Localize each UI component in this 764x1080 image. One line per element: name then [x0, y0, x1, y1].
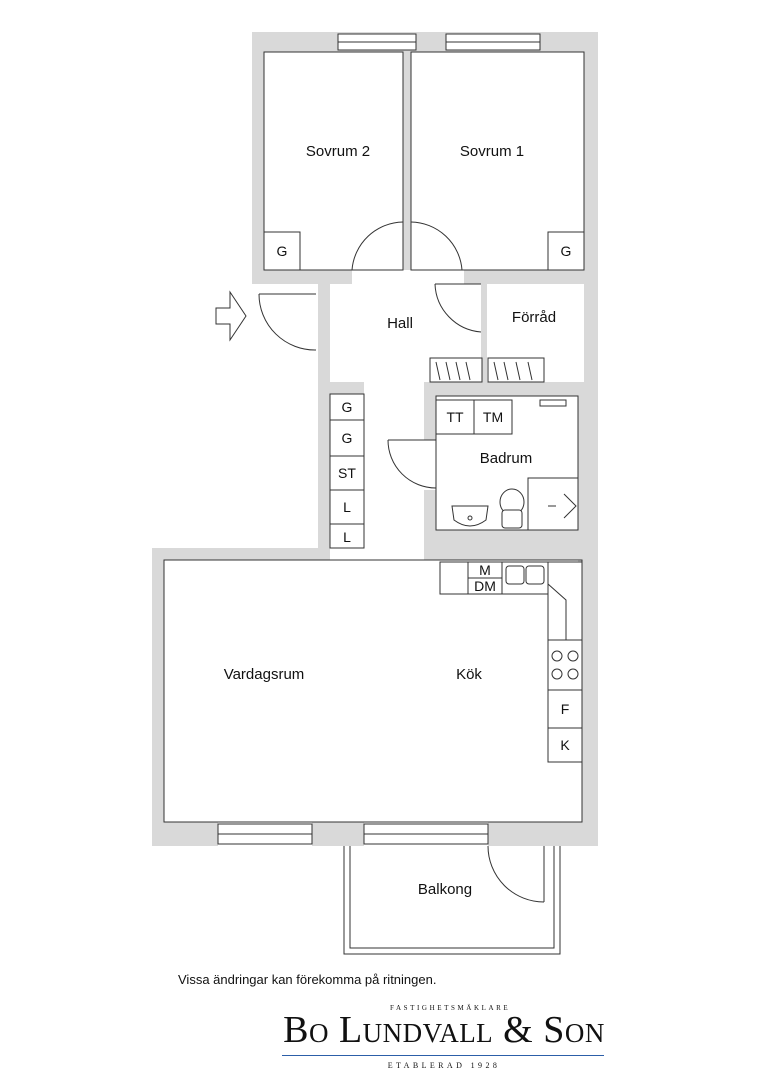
room-vardagsrum: Vardagsrum	[224, 666, 305, 683]
room-balkong: Balkong	[418, 881, 472, 898]
hall-shelves	[429, 357, 545, 383]
label-wardrobe-sovrum1: G	[561, 243, 572, 259]
wardrobe-sovrum2	[263, 231, 301, 271]
label-hall-g1: G	[342, 399, 353, 415]
room-forrad: Förråd	[512, 309, 556, 326]
room-outlines	[163, 51, 585, 823]
label-fridge: K	[560, 737, 570, 753]
logo-established: ETABLERAD 1928	[387, 1061, 501, 1070]
label-wardrobe-sovrum2: G	[277, 243, 288, 259]
bathroom-fixtures	[435, 399, 579, 531]
label-hall-l2: L	[343, 529, 351, 545]
room-hall: Hall	[387, 315, 413, 332]
room-kok: Kök	[456, 666, 482, 683]
entrance-arrow-icon	[215, 290, 247, 342]
room-badrum: Badrum	[480, 450, 533, 467]
floor-plan: Sovrum 2 Sovrum 1 Hall Förråd Badrum Var…	[152, 32, 598, 955]
kitchen-fixtures	[439, 561, 583, 763]
balcony-outline	[343, 846, 561, 955]
label-freezer: F	[561, 701, 570, 717]
disclaimer-note: Vissa ändringar kan förekomma på ritning…	[178, 972, 437, 987]
label-hall-st: ST	[338, 465, 356, 481]
label-dishwasher: DM	[474, 578, 496, 594]
doors	[258, 221, 545, 903]
label-tumble-dryer: TT	[446, 409, 464, 425]
logo-tagline: FASTIGHETSMÄKLARE	[390, 1004, 511, 1012]
company-logo: FASTIGHETSMÄKLARE Bo Lundvall & Son ETAB…	[282, 1004, 606, 1076]
label-microwave: M	[479, 562, 491, 578]
logo-name: Bo Lundvall & Son	[283, 1009, 605, 1051]
walls	[152, 32, 598, 846]
logo-divider	[282, 1055, 604, 1056]
label-washing-machine: TM	[483, 409, 503, 425]
hall-storage	[329, 393, 365, 549]
room-sovrum-1: Sovrum 1	[460, 143, 524, 160]
label-hall-g2: G	[342, 430, 353, 446]
label-hall-l1: L	[343, 499, 351, 515]
room-sovrum-2: Sovrum 2	[306, 143, 370, 160]
windows	[217, 33, 541, 845]
wardrobe-sovrum1	[547, 231, 585, 271]
